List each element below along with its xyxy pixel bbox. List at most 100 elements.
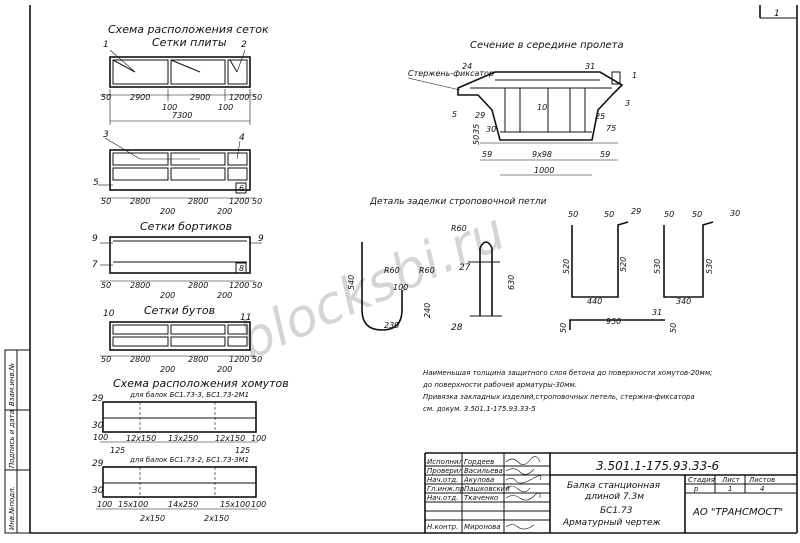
mesh2-dim-1: 2800 — [130, 197, 150, 206]
mesh-layout-title: Схема расположения сеток — [108, 23, 269, 36]
sig-role-2: Проверил — [427, 467, 463, 475]
slab-mesh-plan: 1 2 50 2900 2900 1200 50 100 100 7300 — [100, 40, 262, 125]
stirrups-beams-b: для балок БС1.73-2, БС1.73-3М1 — [129, 456, 249, 464]
bar30-width: 340 — [676, 297, 691, 306]
section-callout-31: 31 — [585, 62, 595, 71]
section-dim-50: 50 — [472, 135, 481, 145]
title-block: 3.501.1-175.93.33-6 Балка станционная дл… — [424, 452, 797, 533]
title-drawing-type: Арматурный чертеж — [562, 518, 662, 528]
sides-callout-9b: 9 — [258, 234, 264, 244]
watermark: blocksbi.ru — [231, 202, 514, 372]
mesh2-callout-3: 3 — [103, 130, 109, 140]
sides-callout-7: 7 — [92, 260, 98, 270]
stage-value: р — [693, 485, 699, 493]
section-width: 1000 — [534, 166, 554, 175]
st-b-callout-30: 30 — [92, 486, 104, 496]
ribs-gap-2: 200 — [217, 365, 232, 374]
slab-dim-2: 2900 — [190, 93, 210, 102]
side-stamp: Инв.№подл. Подпись и дата Взам.инв.№ — [4, 349, 31, 534]
st-b-dim-2: 14х250 — [168, 500, 198, 509]
sig-name-5: Ткаченко — [464, 494, 498, 502]
stage-header: Стадия — [688, 476, 715, 484]
loop-detail: R60 R60 R60 540 630 100 240 230 27 28 — [347, 224, 516, 333]
st-a-dim-1: 12х150 — [126, 434, 156, 443]
bar30-leg-a: 50 — [664, 210, 674, 219]
section-callout-5: 5 — [452, 110, 457, 119]
st-b-callout-29: 29 — [92, 459, 104, 469]
mesh2-dim-left: 50 — [101, 197, 111, 206]
bar-29: 50 50 29 520 520 440 — [562, 207, 641, 306]
sheet-value: 1 — [728, 485, 732, 493]
slab-mesh-title: Сетки плиты — [152, 36, 227, 49]
loop-callout-27: 27 — [459, 263, 471, 273]
st-a-dim-right: 100 — [251, 434, 266, 443]
bar31-leg-a: 50 — [559, 323, 568, 333]
section-callout-29: 29 — [475, 111, 485, 120]
title-mark: БС1.73 — [600, 506, 633, 516]
mesh2-dim-2: 2800 — [188, 197, 208, 206]
page-number: 1 — [774, 9, 780, 19]
sides-mesh-title: Сетки бортиков — [140, 220, 232, 233]
bar30-leg-b: 50 — [692, 210, 702, 219]
st-a-dim-2: 13х250 — [168, 434, 198, 443]
sig-role-5: Нач.отд. — [427, 494, 458, 502]
sig-name-4: Пашковский — [464, 485, 510, 493]
ribs-mesh-title: Сетки бутов — [144, 304, 215, 317]
doc-code: 3.501.1-175.93.33-6 — [596, 459, 720, 473]
organization: АО "ТРАНСМОСТ" — [692, 507, 783, 518]
slab-gap-2: 100 — [218, 103, 233, 112]
note-1: Наименьшая толщина защитного слоя бетона… — [423, 369, 712, 377]
loop-dim-230: 230 — [384, 321, 399, 330]
st-b-dim-right: 100 — [251, 500, 266, 509]
st-a-sub-2: 125 — [235, 446, 250, 455]
mesh2-callout-4: 4 — [239, 133, 245, 143]
sig-role-6: Н.контр. — [427, 523, 458, 531]
loop-dim-r60-top: R60 — [451, 224, 467, 233]
sides-gap-1: 200 — [160, 291, 175, 300]
st-a-sub-1: 125 — [110, 446, 125, 455]
signature-scribble-2 — [505, 468, 535, 475]
bar30-height2: 530 — [705, 259, 714, 274]
sig-role-3: Нач.отд. — [427, 476, 458, 484]
st-b-dim-1: 15х100 — [118, 500, 148, 509]
section-dim-35: 35 — [472, 124, 481, 134]
slab-gap-1: 100 — [162, 103, 177, 112]
mesh2-callout-6: 6 — [239, 184, 244, 193]
signature-scribble-3 — [505, 475, 542, 484]
sheet-header: Лист — [721, 476, 741, 484]
bar-30: 50 50 30 530 530 340 — [653, 209, 740, 306]
section-dim-59a: 59 — [482, 150, 492, 159]
section-title: Сечение в середине пролета — [470, 40, 624, 51]
ribs-gap-1: 200 — [160, 365, 175, 374]
sides-dim-3: 1200 — [229, 281, 249, 290]
side-sign-date: Подпись и дата — [8, 410, 16, 468]
mesh2-dim-right: 50 — [252, 197, 262, 206]
section-callout-30: 30 — [486, 125, 496, 134]
sheets-value: 4 — [760, 485, 764, 493]
sides-callout-9a: 9 — [92, 234, 98, 244]
bar31-callout: 31 — [652, 308, 662, 317]
slab-callout-1: 1 — [103, 40, 109, 50]
stirrups-title: Схема расположения хомутов — [113, 377, 289, 390]
sig-role-1: Исполнил — [427, 458, 464, 466]
note-3: Привязка закладных изделий,строповочных … — [423, 393, 695, 401]
bar29-leg-b: 50 — [604, 210, 614, 219]
notes: Наименьшая толщина защитного слоя бетона… — [422, 369, 712, 413]
slab-dim-left: 50 — [101, 93, 111, 102]
slab-mesh-plan-2: 3 4 5 6 50 2800 2800 1200 50 200 200 — [93, 130, 262, 216]
bar31-leg-b: 50 — [669, 323, 678, 333]
section-callout-3: 3 — [625, 99, 630, 108]
bar29-height: 520 — [562, 259, 571, 274]
section-callout-25: 25 — [595, 112, 605, 121]
loop-callout-28: 28 — [451, 323, 463, 333]
sig-name-1: Гордеев — [464, 458, 494, 466]
sides-dim-left: 50 — [101, 281, 111, 290]
bar29-width: 440 — [587, 297, 602, 306]
slab-dim-right: 50 — [252, 93, 262, 102]
sig-name-3: Акулова — [463, 476, 494, 484]
section-callout-75: 75 — [606, 124, 616, 133]
ribs-mesh-plan: 10 11 50 2800 2800 1200 50 200 200 — [100, 309, 262, 374]
stirrups-beams-a: для балок БС1.73-3, БС1.73-2М1 — [129, 391, 249, 399]
